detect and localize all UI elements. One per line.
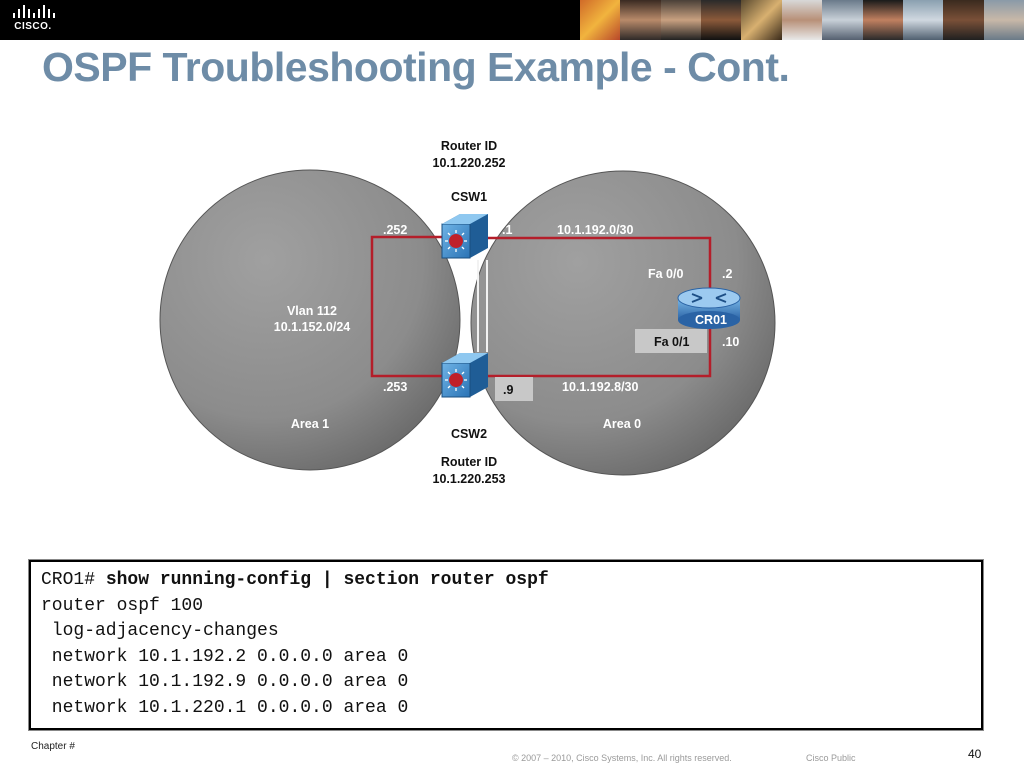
- area0-region: [470, 170, 776, 476]
- footer-copyright: © 2007 – 2010, Cisco Systems, Inc. All r…: [512, 753, 732, 763]
- link-csw2-cr01: [475, 320, 712, 378]
- area1-region: [159, 169, 461, 471]
- console-line: network 10.1.192.2 0.0.0.0 area 0: [41, 646, 409, 667]
- console-command-line: CRO1# show running-config | section rout…: [41, 568, 971, 594]
- cisco-logo-icon: [13, 5, 55, 18]
- slide-title: OSPF Troubleshooting Example - Cont.: [42, 44, 790, 90]
- csw1-router-id: 10.1.220.252: [433, 156, 506, 170]
- csw2-switch[interactable]: [441, 353, 488, 398]
- csw2-left-ip: .253: [383, 380, 407, 394]
- area1-subnet: 10.1.152.0/24: [274, 320, 351, 334]
- cr01-fa00-ip: .2: [722, 267, 732, 281]
- cr01-fa01-label: Fa 0/1: [654, 335, 689, 349]
- cr01-fa01-ip: .10: [722, 335, 739, 349]
- csw2-right-ip-box: [495, 377, 533, 401]
- link-csw1-cr01: [475, 236, 712, 290]
- footer-classification: Cisco Public: [806, 753, 856, 763]
- logo-text: CISCO.: [14, 21, 52, 32]
- csw1-right-ip: .1: [502, 223, 512, 237]
- csw1-left-ip: .252: [383, 223, 407, 237]
- cr01-router[interactable]: [677, 287, 741, 329]
- csw2-router-id-label: Router ID: [441, 455, 497, 469]
- fa01-label-box: [635, 329, 707, 353]
- console-prompt: CRO1#: [41, 570, 106, 590]
- console-command: show running-config | section router osp…: [105, 570, 549, 590]
- csw1-switch[interactable]: [441, 214, 488, 259]
- csw1-name: CSW1: [451, 190, 487, 204]
- csw2-right-ip: .9: [503, 383, 513, 397]
- console-line: router ospf 100: [41, 595, 204, 616]
- cr01-fa00-label: Fa 0/0: [648, 267, 683, 281]
- csw2-name: CSW2: [451, 427, 487, 441]
- ospf-topology-diagram: Router ID 10.1.220.252 CSW1 CSW2 Router …: [159, 139, 776, 486]
- cr01-name: CR01: [695, 313, 727, 327]
- footer-chapter: Chapter #: [31, 741, 75, 752]
- console-line: log-adjacency-changes: [41, 621, 279, 642]
- link-area1: [370, 235, 455, 378]
- console-output: CRO1# show running-config | section rout…: [29, 560, 983, 730]
- console-line: network 10.1.192.9 0.0.0.0 area 0: [41, 672, 409, 693]
- area0-subnet-top: 10.1.192.0/30: [557, 223, 634, 237]
- header-bar: CISCO.: [0, 0, 1024, 40]
- area1-vlan: Vlan 112: [287, 304, 337, 318]
- console-line: network 10.1.220.1 0.0.0.0 area 0: [41, 697, 409, 718]
- csw1-router-id-label: Router ID: [441, 139, 497, 153]
- header-photo-strip: [580, 0, 1024, 40]
- area1-label: Area 1: [291, 417, 329, 431]
- area0-label: Area 0: [603, 417, 641, 431]
- area0-subnet-bottom: 10.1.192.8/30: [562, 380, 639, 394]
- csw2-router-id: 10.1.220.253: [433, 472, 506, 486]
- page-number: 40: [968, 747, 982, 761]
